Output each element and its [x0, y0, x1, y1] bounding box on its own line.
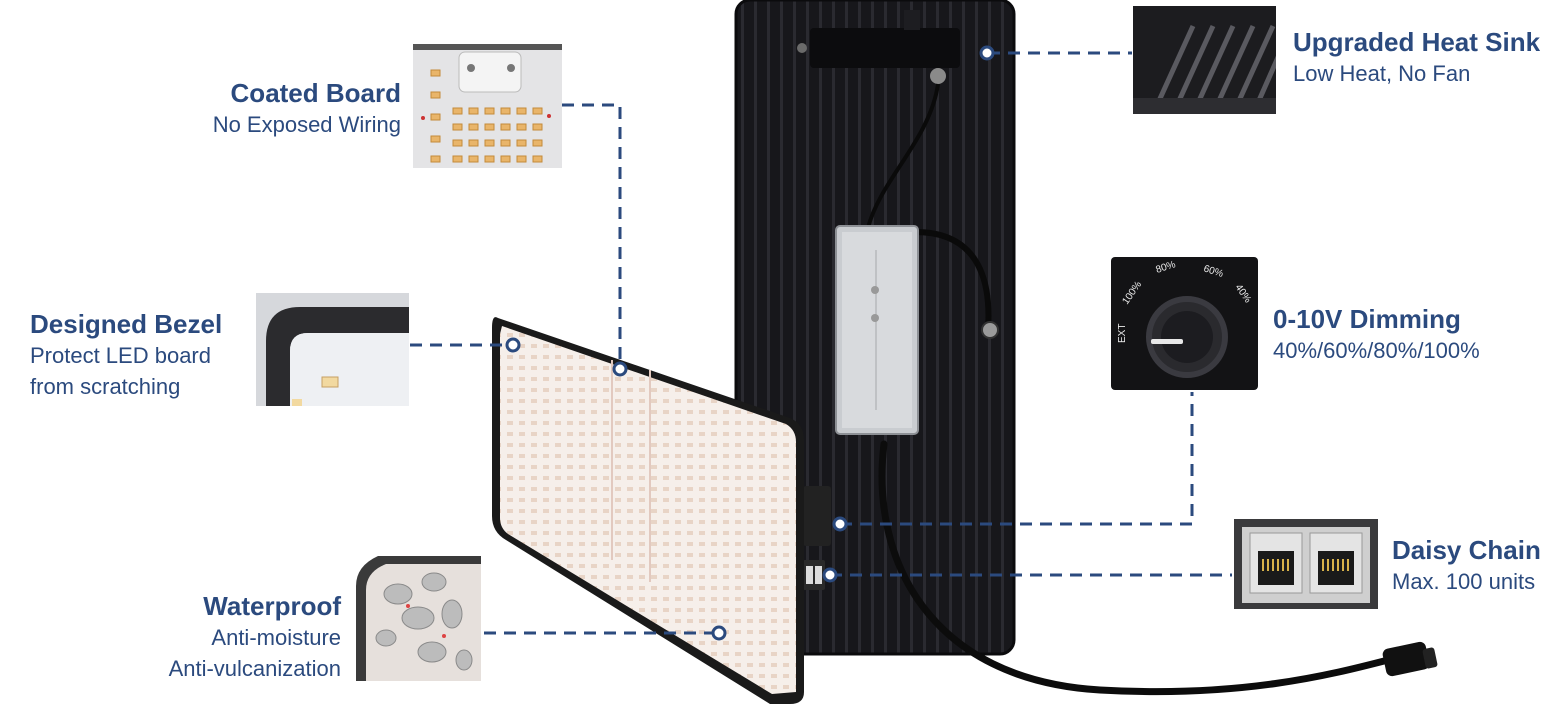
power-plug	[1382, 641, 1438, 677]
callout-line: Protect LED board	[30, 343, 211, 368]
callout-designed-bezel: Designed Bezel Protect LED board from sc…	[30, 309, 222, 402]
callout-line: No Exposed Wiring	[212, 112, 401, 137]
coated-board-thumbnail	[413, 44, 562, 168]
callout-coated-board: Coated Board No Exposed Wiring	[213, 78, 401, 140]
power-cable	[878, 440, 1392, 696]
callout-line: from scratching	[30, 374, 181, 399]
designed-bezel-thumbnail	[256, 293, 409, 406]
callout-line: 40%/60%/80%/100%	[1273, 338, 1480, 363]
callout-line: Anti-moisture	[211, 625, 341, 650]
dimmer-housing	[797, 10, 960, 84]
callout-line: Anti-vulcanization	[168, 656, 341, 681]
callout-line: Max. 100 units	[1392, 569, 1536, 594]
callout-title: Daisy Chain	[1392, 535, 1541, 565]
callout-title: Designed Bezel	[30, 309, 223, 339]
dimmer-cable	[866, 83, 940, 229]
callout-anchors	[505, 45, 995, 641]
callout-title: Waterproof	[203, 591, 341, 621]
led-panel	[492, 317, 804, 704]
led-driver	[835, 225, 919, 435]
waterproof-thumbnail	[356, 556, 481, 681]
callout-daisy-chain: Daisy Chain Max. 100 units	[1392, 535, 1541, 597]
dimmer-dial-thumbnail: EXT 100% 80% 60% 40%	[1111, 257, 1258, 390]
callout-waterproof: Waterproof Anti-moisture Anti-vulcanizat…	[169, 591, 341, 684]
callout-line: Low Heat, No Fan	[1293, 61, 1471, 86]
callout-heat-sink: Upgraded Heat Sink Low Heat, No Fan	[1293, 27, 1540, 89]
daisy-chain-thumbnail	[1234, 519, 1378, 609]
driver-cable	[911, 228, 992, 331]
callout-title: Coated Board	[230, 78, 401, 108]
callout-connectors	[410, 51, 1232, 635]
dial-tick-ext: EXT	[1117, 324, 1128, 343]
heat-sink-thumbnail	[1133, 6, 1276, 114]
side-ports	[803, 486, 831, 590]
callout-title: Upgraded Heat Sink	[1293, 27, 1541, 57]
callout-dimming: 0-10V Dimming 40%/60%/80%/100%	[1273, 304, 1480, 366]
callout-title: 0-10V Dimming	[1273, 304, 1461, 334]
